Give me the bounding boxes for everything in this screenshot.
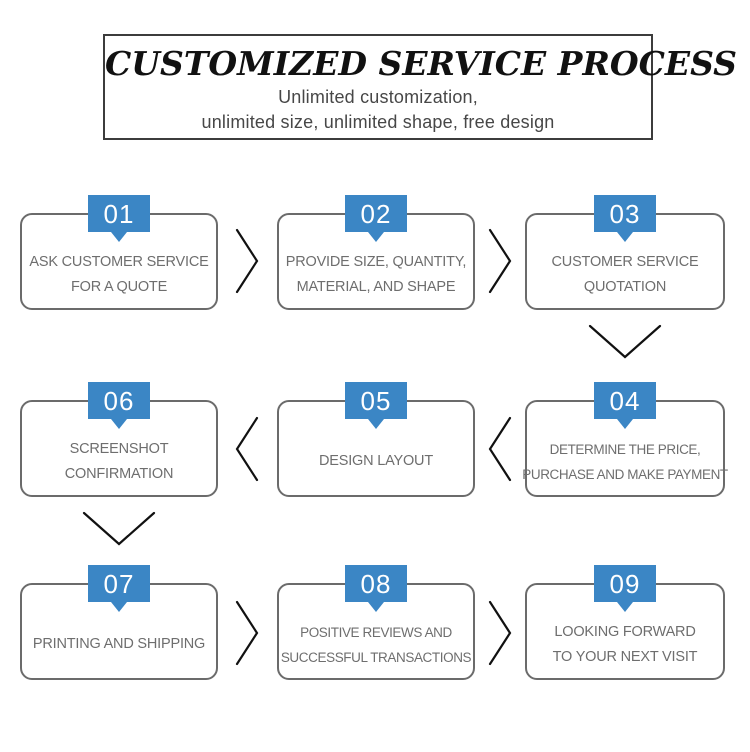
step-card-02: 02 PROVIDE SIZE, QUANTITY, MATERIAL, AND… — [277, 195, 475, 310]
step-card-06: 06 SCREENSHOT CONFIRMATION — [20, 382, 218, 497]
step-badge-09: 09 — [594, 565, 656, 612]
step-label-line: CONFIRMATION — [64, 465, 174, 482]
step-label: LOOKING FORWARD TO YOUR NEXT VISIT — [527, 585, 723, 678]
badge-tail-icon — [111, 419, 127, 429]
step-badge-06: 06 — [88, 382, 150, 429]
step-label: DESIGN LAYOUT — [279, 402, 473, 495]
arrow-down-icon — [82, 511, 156, 546]
step-label: CUSTOMER SERVICE QUOTATION — [527, 215, 723, 308]
step-label-line: FOR A QUOTE — [70, 278, 168, 295]
arrow-right-icon — [488, 600, 512, 666]
step-card-03: 03 CUSTOMER SERVICE QUOTATION — [525, 195, 725, 310]
badge-tail-icon — [111, 602, 127, 612]
step-label-line: PRINTING AND SHIPPING — [32, 636, 206, 652]
step-label-line: LOOKING FORWARD — [554, 623, 696, 640]
step-number: 05 — [360, 385, 392, 416]
badge-tail-icon — [368, 602, 384, 612]
badge-tail-icon — [617, 419, 633, 429]
header-box: CUSTOMIZED SERVICE PROCESS Unlimited cus… — [103, 34, 738, 140]
step-card-05: 05 DESIGN LAYOUT — [277, 382, 475, 497]
step-number: 03 — [609, 198, 641, 229]
arrow-right-icon — [235, 600, 259, 666]
step-label: DETERMINE THE PRICE, PURCHASE AND MAKE P… — [522, 402, 728, 495]
step-badge-02: 02 — [345, 195, 407, 242]
arrow-left-icon — [488, 416, 512, 482]
step-label: POSITIVE REVIEWS AND SUCCESSFUL TRANSACT… — [279, 585, 473, 678]
step-number: 04 — [609, 385, 641, 416]
subtitle-line-1: Unlimited customization, — [278, 87, 478, 107]
page-title: CUSTOMIZED SERVICE PROCESS — [105, 44, 738, 83]
step-label-line: CUSTOMER SERVICE — [551, 253, 699, 270]
step-badge-01: 01 — [88, 195, 150, 242]
step-number: 06 — [103, 385, 135, 416]
arrow-down-icon — [588, 324, 662, 359]
step-card-09: 09 LOOKING FORWARD TO YOUR NEXT VISIT — [525, 565, 725, 680]
badge-tail-icon — [617, 602, 633, 612]
step-badge-07: 07 — [88, 565, 150, 612]
step-card-07: 07 PRINTING AND SHIPPING — [20, 565, 218, 680]
step-badge-05: 05 — [345, 382, 407, 429]
step-label-line: POSITIVE REVIEWS AND — [300, 624, 452, 640]
step-label-line: MATERIAL, AND SHAPE — [296, 278, 456, 295]
step-label: PRINTING AND SHIPPING — [22, 585, 216, 678]
step-badge-08: 08 — [345, 565, 407, 612]
badge-tail-icon — [617, 232, 633, 242]
step-label: PROVIDE SIZE, QUANTITY, MATERIAL, AND SH… — [279, 215, 473, 308]
subtitle-line-2: unlimited size, unlimited shape, free de… — [201, 112, 555, 132]
step-label-line: PURCHASE AND MAKE PAYMENT — [522, 466, 728, 482]
step-card-01: 01 ASK CUSTOMER SERVICE FOR A QUOTE — [20, 195, 218, 310]
step-label: ASK CUSTOMER SERVICE FOR A QUOTE — [22, 215, 216, 308]
step-label: SCREENSHOT CONFIRMATION — [22, 402, 216, 495]
step-label-line: QUOTATION — [583, 278, 667, 295]
step-label-line: DETERMINE THE PRICE, — [549, 441, 701, 457]
step-label-line: ASK CUSTOMER SERVICE — [29, 253, 209, 270]
step-number: 02 — [360, 198, 392, 229]
arrow-right-icon — [488, 228, 512, 294]
arrow-left-icon — [235, 416, 259, 482]
step-number: 08 — [360, 568, 392, 599]
step-number: 07 — [103, 568, 135, 599]
step-number: 09 — [609, 568, 641, 599]
step-label-line: SCREENSHOT — [69, 440, 169, 457]
step-label-line: SUCCESSFUL TRANSACTIONS — [280, 649, 472, 665]
step-label-line: TO YOUR NEXT VISIT — [552, 648, 698, 665]
step-card-04: 04 DETERMINE THE PRICE, PURCHASE AND MAK… — [522, 382, 728, 497]
badge-tail-icon — [111, 232, 127, 242]
step-number: 01 — [103, 198, 135, 229]
step-label-line: DESIGN LAYOUT — [319, 453, 433, 469]
step-badge-03: 03 — [594, 195, 656, 242]
step-badge-04: 04 — [594, 382, 656, 429]
badge-tail-icon — [368, 419, 384, 429]
step-label-line: PROVIDE SIZE, QUANTITY, — [285, 253, 467, 270]
step-card-08: 08 POSITIVE REVIEWS AND SUCCESSFUL TRANS… — [277, 565, 475, 680]
arrow-right-icon — [235, 228, 259, 294]
badge-tail-icon — [368, 232, 384, 242]
